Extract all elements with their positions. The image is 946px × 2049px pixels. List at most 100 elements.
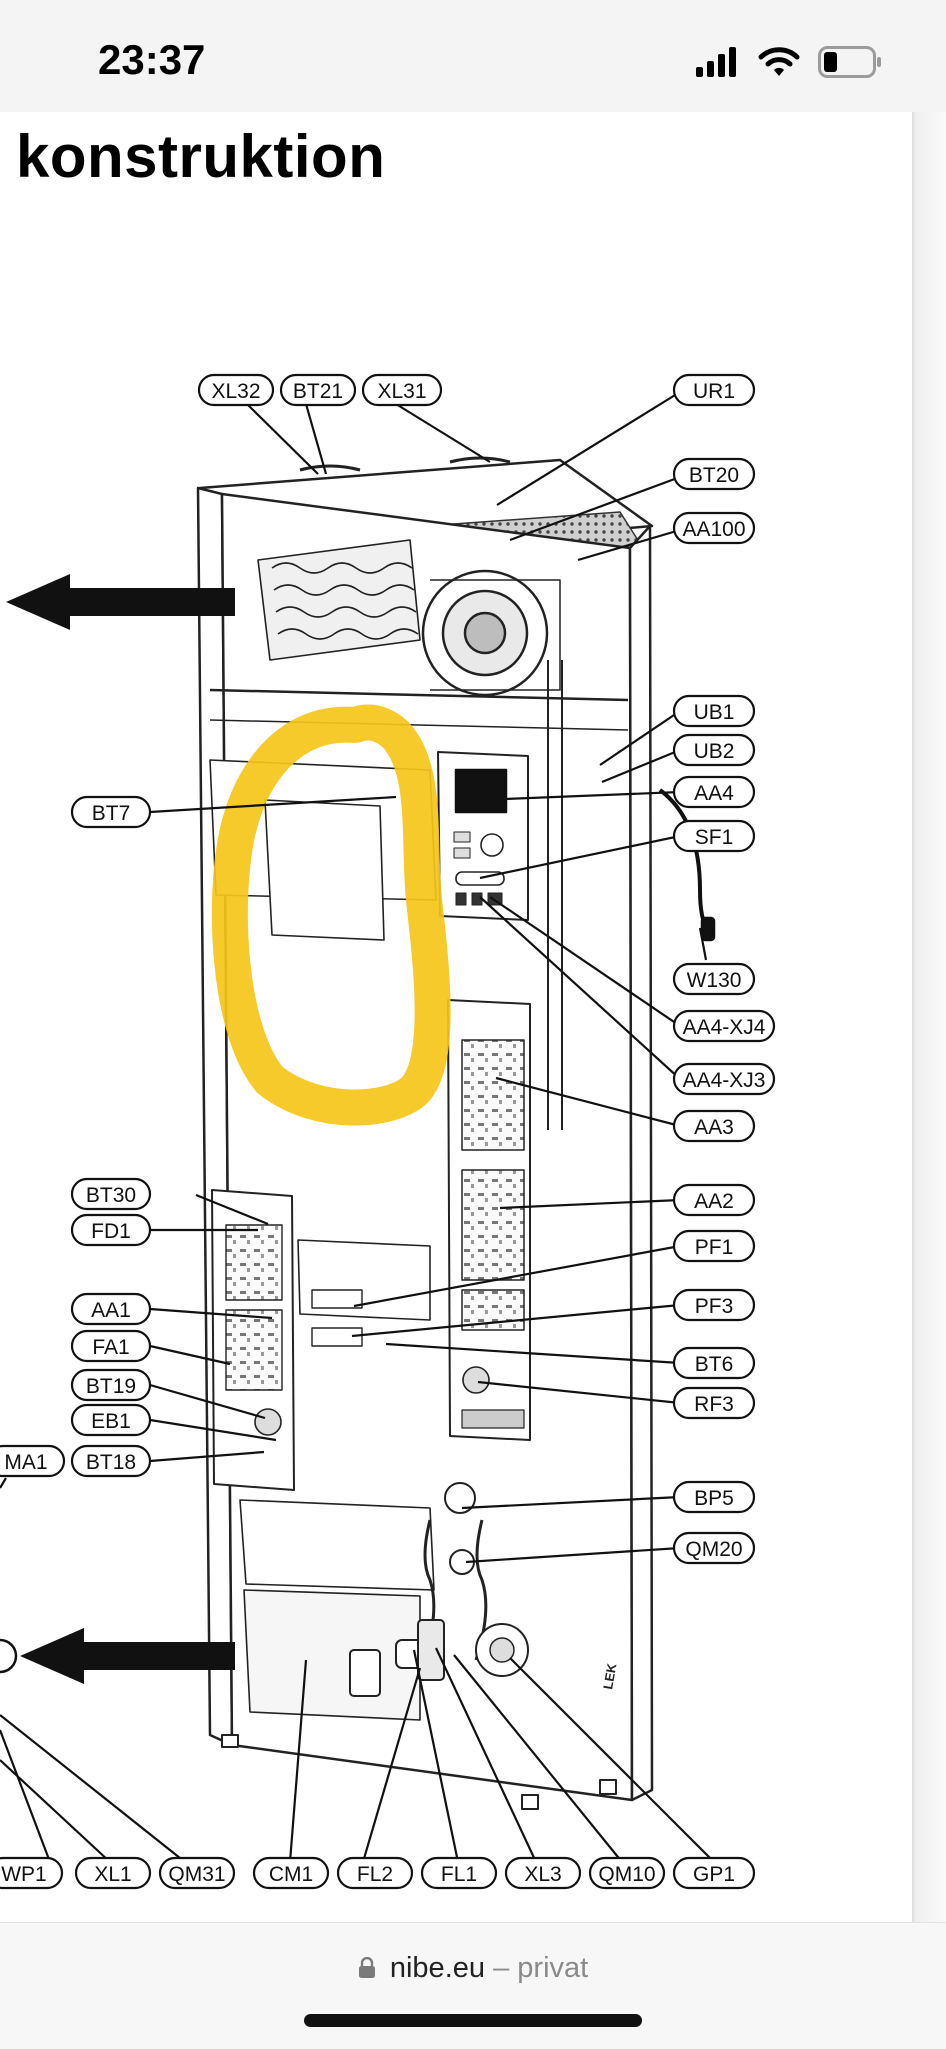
label-bt30: BT30	[70, 1177, 152, 1211]
svg-text:WP1: WP1	[1, 1863, 47, 1886]
label-ma1: MA1	[0, 1444, 66, 1478]
page-title: konstruktion	[16, 123, 386, 190]
svg-text:BT30: BT30	[86, 1184, 136, 1207]
svg-text:FA1: FA1	[92, 1336, 129, 1359]
browser-bottom-bar	[0, 1922, 946, 2049]
svg-text:BT18: BT18	[86, 1451, 136, 1474]
svg-text:GP1: GP1	[693, 1863, 735, 1886]
svg-text:AA4-XJ4: AA4-XJ4	[683, 1016, 766, 1039]
heat-pump-cabinet	[196, 456, 716, 1810]
label-ub2: UB2	[672, 733, 756, 767]
svg-text:BT7: BT7	[92, 802, 131, 825]
label-aa2: AA2	[672, 1183, 756, 1217]
cellular-signal-icon	[696, 47, 736, 77]
air-outlet-arrow	[6, 574, 235, 630]
svg-text:QM20: QM20	[685, 1538, 742, 1561]
label-aa4-xj3: AA4-XJ3	[672, 1062, 776, 1096]
battery-icon	[818, 46, 881, 78]
svg-text:FL1: FL1	[441, 1863, 477, 1886]
highlight-circle-annotation	[211, 704, 451, 1126]
svg-text:BT19: BT19	[86, 1375, 136, 1398]
label-w130: W130	[672, 962, 756, 996]
label-bt19: BT19	[70, 1368, 152, 1402]
label-pf1: PF1	[672, 1229, 756, 1263]
label-bp5: BP5	[672, 1480, 756, 1514]
address-bar[interactable]: nibe.eu – privat	[0, 1952, 946, 1985]
label-fl1: FL1	[420, 1856, 498, 1890]
label-gp1: GP1	[672, 1856, 756, 1890]
label-bt18: BT18	[70, 1444, 152, 1478]
svg-text:AA100: AA100	[682, 518, 745, 541]
svg-text:EB1: EB1	[91, 1410, 131, 1433]
url-domain: nibe.eu	[389, 1952, 486, 1984]
svg-text:SF1: SF1	[695, 826, 734, 849]
svg-text:FL2: FL2	[357, 1863, 393, 1886]
svg-text:UB2: UB2	[694, 740, 735, 763]
svg-text:CM1: CM1	[269, 1863, 313, 1886]
svg-text:QM31: QM31	[168, 1863, 225, 1886]
leader-lines	[0, 391, 715, 1863]
partial-circle-mark	[0, 1638, 18, 1674]
label-xl31: XL31	[361, 373, 443, 407]
svg-text:XL31: XL31	[377, 380, 426, 403]
label-rf3: RF3	[672, 1386, 756, 1420]
svg-text:AA3: AA3	[694, 1116, 734, 1139]
svg-text:BT6: BT6	[695, 1353, 734, 1376]
air-inlet-arrow	[20, 1628, 235, 1684]
wifi-icon	[758, 47, 800, 76]
svg-text:PF3: PF3	[695, 1295, 734, 1318]
svg-text:PF1: PF1	[695, 1236, 734, 1259]
svg-text:BT21: BT21	[293, 380, 343, 403]
status-bar: 23:37	[0, 0, 946, 112]
label-fa1: FA1	[70, 1329, 152, 1363]
label-xl1: XL1	[74, 1856, 152, 1890]
url-separator: –	[493, 1952, 510, 1984]
svg-text:XL32: XL32	[211, 380, 260, 403]
brand-mark: LEK	[600, 1662, 619, 1691]
label-eb1: EB1	[70, 1403, 152, 1437]
label-aa4-xj4: AA4-XJ4	[672, 1009, 776, 1043]
label-qm20: QM20	[672, 1531, 756, 1565]
label-fl2: FL2	[336, 1856, 414, 1890]
status-time: 23:37	[98, 36, 206, 83]
status-icons	[696, 44, 882, 80]
label-qm10: QM10	[588, 1856, 666, 1890]
svg-text:AA2: AA2	[694, 1190, 734, 1213]
lock-icon	[358, 1956, 375, 1978]
svg-text:XL3: XL3	[524, 1863, 561, 1886]
label-cm1: CM1	[252, 1856, 330, 1890]
label-bt20: BT20	[672, 457, 756, 491]
label-qm31: QM31	[158, 1856, 236, 1890]
label-xl32: XL32	[197, 373, 275, 407]
label-ur1: UR1	[672, 373, 756, 407]
label-sf1: SF1	[672, 819, 756, 853]
label-aa3: AA3	[672, 1109, 756, 1143]
svg-text:FD1: FD1	[91, 1220, 131, 1243]
svg-text:W130: W130	[687, 969, 742, 992]
svg-text:BT20: BT20	[689, 464, 739, 487]
svg-text:XL1: XL1	[94, 1863, 131, 1886]
label-bt6: BT6	[672, 1346, 756, 1380]
label-bt7: BT7	[70, 795, 152, 829]
page-scroll-edge	[912, 112, 946, 1922]
svg-text:AA4-XJ3: AA4-XJ3	[683, 1069, 766, 1092]
label-bt21: BT21	[279, 373, 357, 407]
svg-text:BP5: BP5	[694, 1487, 734, 1510]
private-mode-label: privat	[517, 1952, 589, 1984]
label-aa100: AA100	[672, 511, 756, 545]
label-pf3: PF3	[672, 1288, 756, 1322]
svg-text:AA1: AA1	[91, 1299, 131, 1322]
label-xl3: XL3	[504, 1856, 582, 1890]
svg-text:UR1: UR1	[693, 380, 735, 403]
svg-text:MA1: MA1	[4, 1451, 47, 1474]
svg-text:RF3: RF3	[694, 1393, 734, 1416]
svg-text:QM10: QM10	[598, 1863, 655, 1886]
label-wp1: WP1	[0, 1856, 64, 1890]
label-ub1: UB1	[672, 694, 756, 728]
label-aa4: AA4	[672, 775, 756, 809]
home-indicator[interactable]	[304, 2014, 642, 2027]
svg-text:AA4: AA4	[694, 782, 734, 805]
svg-text:UB1: UB1	[694, 701, 735, 724]
label-fd1: FD1	[70, 1213, 152, 1247]
